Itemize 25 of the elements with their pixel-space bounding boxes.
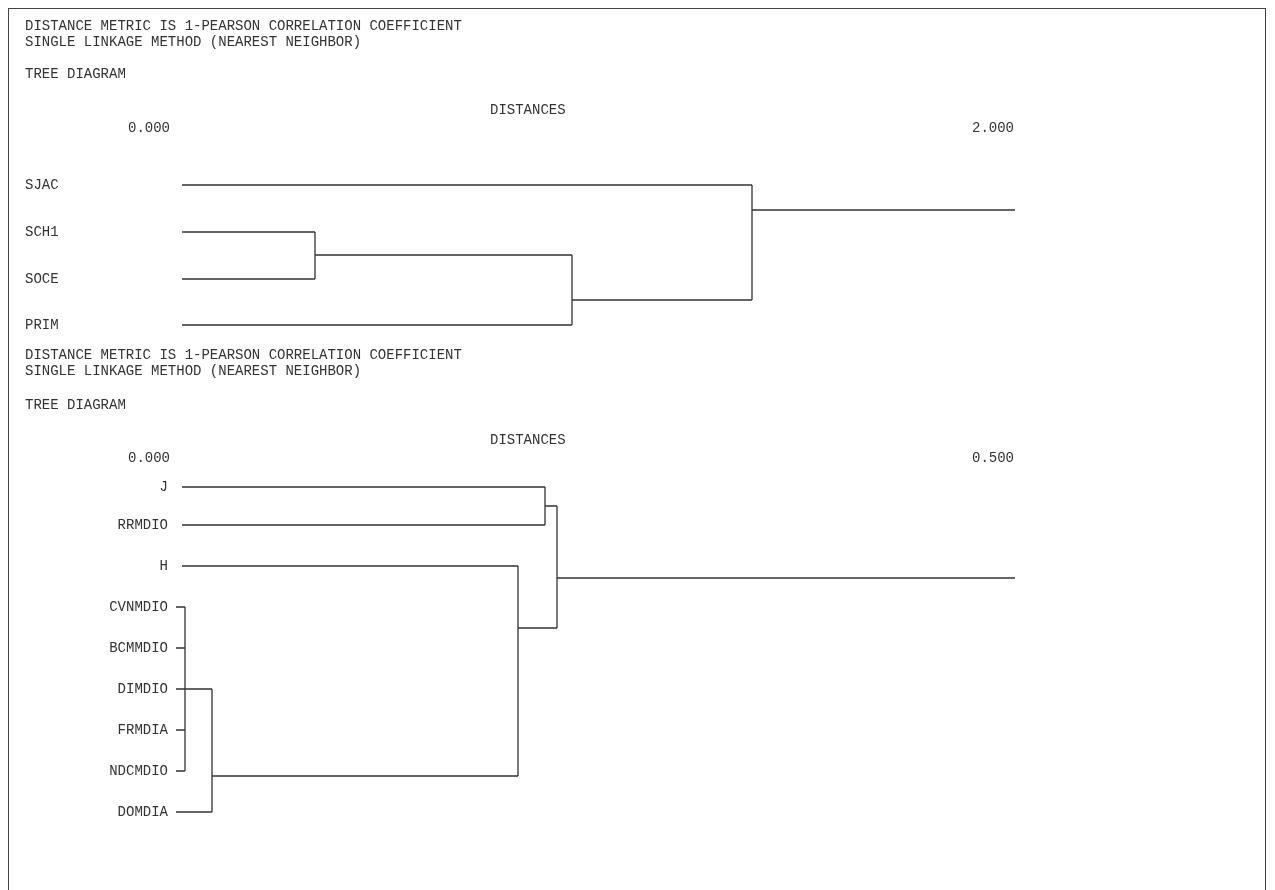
header-text: DISTANCE METRIC IS 1-PEARSON CORRELATION COEFFICIENT [25,347,462,363]
header-text: DISTANCE METRIC IS 1-PEARSON CORRELATION COEFFICIENT [25,18,462,34]
section-heading: TREE DIAGRAM [25,66,126,82]
leaf-label: J [159,479,168,495]
leaf-label: DIMDIO [117,681,168,697]
axis-title: DISTANCES [490,432,566,448]
leaf-label: H [159,558,168,574]
leaf-label: DOMDIA [117,804,168,820]
leaf-label: SJAC [25,177,59,193]
leaf-label: BCMMDIO [109,640,168,656]
leaf-label: CVNMDIO [109,599,168,615]
axis-tick-label: 0.500 [972,450,1014,466]
leaf-label: SCH1 [25,224,59,240]
axis-title: DISTANCES [490,102,566,118]
leaf-label: PRIM [25,317,59,333]
axis-tick-label: 2.000 [972,120,1014,136]
section-heading: TREE DIAGRAM [25,397,126,413]
header-text: SINGLE LINKAGE METHOD (NEAREST NEIGHBOR) [25,34,362,50]
leaf-label: NDCMDIO [109,763,168,779]
header-text: SINGLE LINKAGE METHOD (NEAREST NEIGHBOR) [25,363,362,379]
leaf-label: RRMDIO [117,517,168,533]
leaf-label: FRMDIA [117,722,168,738]
axis-tick-label: 0.000 [128,450,170,466]
leaf-label: SOCE [25,271,59,287]
axis-tick-label: 0.000 [128,120,170,136]
